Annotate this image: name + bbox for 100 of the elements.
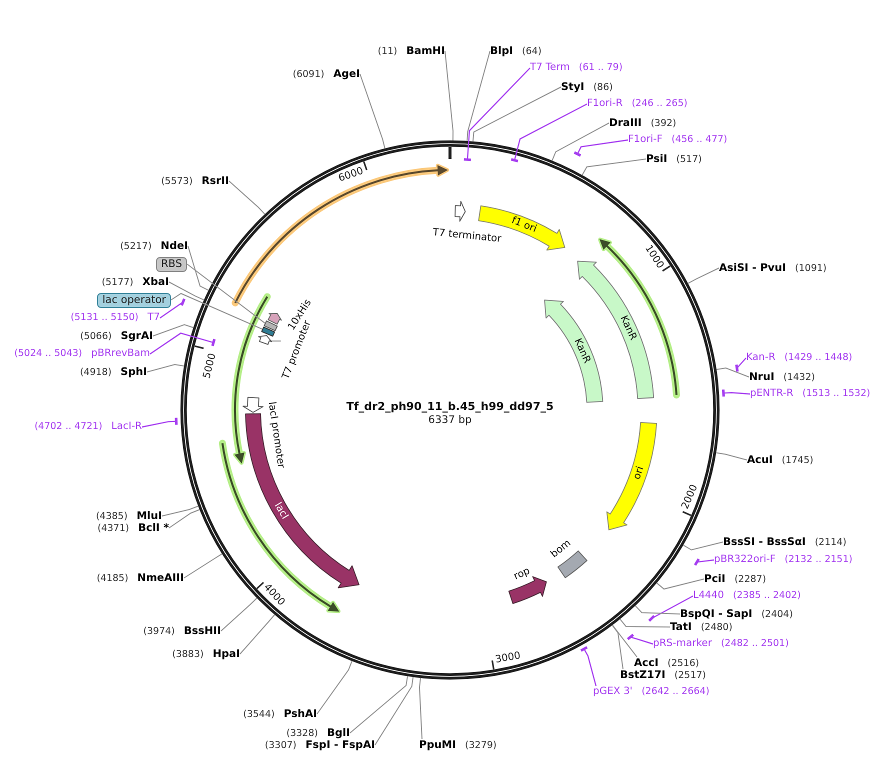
leader-line	[716, 368, 750, 378]
leader-line	[142, 420, 176, 428]
primer-name: LacI-R	[111, 421, 142, 433]
site-position: (4385)	[96, 511, 128, 523]
enzyme-name: BspQI - SapI	[680, 608, 752, 620]
feature-label: f1 ori	[510, 215, 538, 236]
site-position: (4185)	[96, 573, 128, 585]
enzyme-name: MluI	[136, 510, 162, 522]
leader-line	[656, 578, 704, 590]
primer-range: (1513 .. 1532)	[802, 388, 870, 400]
enzyme-name: AccI	[634, 657, 658, 669]
site-position: (1091)	[795, 263, 827, 275]
feature-label: lacI promoter	[266, 401, 286, 469]
primer-name: pBR322ori-F	[714, 554, 776, 566]
site-position: (2287)	[734, 574, 766, 586]
leader-line	[184, 553, 223, 578]
leader-line	[269, 340, 282, 342]
feature-label: T7 terminator	[432, 227, 502, 245]
primer-range: (61 .. 79)	[578, 62, 623, 74]
primer-name: pBRrevBam	[91, 348, 150, 360]
primer-range: (2482 .. 2501)	[720, 638, 789, 650]
site-position: (4918)	[80, 367, 112, 379]
leader-line	[723, 392, 750, 395]
feature-label: KanR	[572, 336, 593, 365]
feature-tag: RBS	[156, 256, 187, 272]
enzyme-name: DraIII	[609, 117, 642, 129]
leader-line	[651, 595, 694, 619]
enzyme-name: PshAI	[284, 708, 317, 720]
site-position: (64)	[522, 46, 542, 58]
site-position: (3307)	[264, 740, 296, 752]
enzyme-name: BclI *	[138, 522, 169, 534]
leader-line	[582, 158, 646, 176]
site-position: (3279)	[465, 740, 497, 752]
site-position: (517)	[676, 154, 702, 166]
primer-name: L4440	[693, 590, 724, 602]
leader-line	[736, 358, 746, 368]
enzyme-name: NmeAIII	[137, 572, 184, 584]
feature-label: KanR	[618, 314, 638, 342]
site-position: (3328)	[286, 728, 318, 740]
primer-site-mark	[648, 615, 656, 622]
enzyme-name: BssHII	[184, 625, 221, 637]
primer-range: (246 .. 265)	[632, 98, 688, 110]
primer-name: Kan-R	[746, 352, 776, 364]
primer-site-mark	[211, 338, 216, 346]
leader-line	[514, 103, 588, 160]
primer-range: (1429 .. 1448)	[784, 352, 852, 364]
leader-line	[350, 676, 408, 734]
enzyme-name: AgeI	[333, 68, 360, 80]
leader-line	[152, 324, 194, 336]
leader-line	[687, 268, 720, 284]
feature-label: ori	[631, 466, 646, 482]
enzyme-name: AsiSI - PvuI	[719, 262, 786, 274]
leader-line	[696, 559, 714, 563]
leader-line	[228, 180, 266, 215]
site-position: (2404)	[761, 609, 793, 621]
primer-range: (2642 .. 2664)	[642, 686, 710, 698]
site-position: (1745)	[782, 455, 814, 467]
primer-site-mark	[574, 151, 582, 157]
primer-site-mark	[694, 558, 700, 566]
enzyme-name: NruI	[749, 371, 774, 383]
leader-line	[612, 624, 638, 658]
leader-line	[374, 676, 414, 746]
site-position: (2517)	[674, 670, 706, 682]
primer-name: F1ori-R	[587, 98, 623, 110]
site-position: (3974)	[143, 626, 175, 638]
primer-range: (4702 .. 4721)	[34, 421, 102, 433]
leader-line	[188, 246, 210, 291]
primer-site-mark	[180, 298, 186, 306]
enzyme-name: RsrII	[202, 175, 229, 187]
primer-name: T7 Term	[530, 62, 570, 74]
enzyme-name: TatI	[670, 621, 692, 633]
leader-line	[162, 506, 199, 516]
leader-line	[150, 332, 214, 354]
enzyme-name: PsiI	[646, 153, 668, 165]
site-position: (86)	[593, 82, 613, 94]
site-position: (2516)	[667, 658, 700, 670]
scale-label: 2000	[679, 483, 700, 512]
site-position: (3883)	[172, 649, 204, 661]
site-position: (2480)	[700, 622, 732, 634]
leader-line	[418, 677, 422, 740]
primer-name: T7	[148, 312, 160, 324]
site-position: (392)	[650, 118, 676, 130]
enzyme-name: NdeI	[160, 240, 188, 252]
site-position: (4371)	[98, 523, 130, 535]
leader-line	[168, 282, 204, 300]
primer-name: pRS-marker	[653, 638, 712, 650]
enzyme-name: SphI	[120, 366, 147, 378]
leader-line	[584, 648, 597, 686]
leader-line	[444, 50, 454, 142]
primer-range: (5131 .. 5150)	[70, 312, 139, 324]
leader-line	[552, 122, 610, 162]
scale-label: 6000	[338, 165, 366, 184]
primer-site-mark	[735, 364, 739, 372]
primer-site-mark	[722, 390, 725, 397]
leader-line	[682, 542, 724, 550]
site-position: (5177)	[102, 277, 134, 289]
leader-line	[316, 660, 352, 714]
primer-site-mark	[174, 418, 178, 425]
leader-line	[634, 605, 680, 614]
leader-line	[716, 452, 748, 460]
